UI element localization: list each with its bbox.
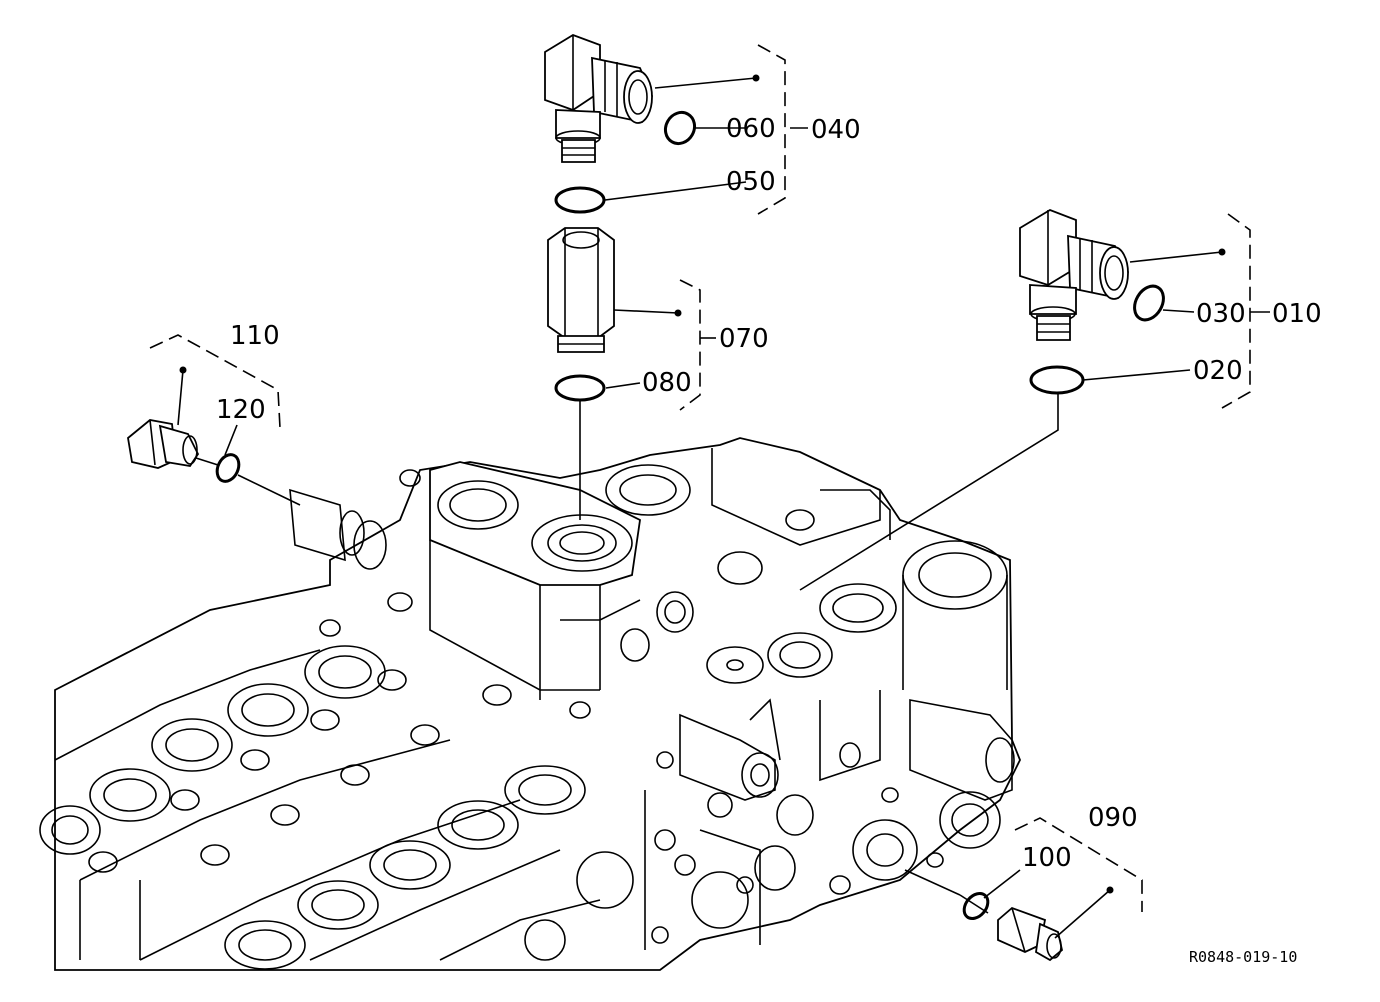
leader-lines — [177, 77, 1270, 939]
label-040: 040 — [811, 115, 861, 145]
hex-adapter-070 — [547, 227, 615, 353]
o-ring-020 — [1029, 365, 1085, 395]
label-060: 060 — [726, 114, 776, 144]
plug-fitting-090 — [997, 906, 1063, 962]
elbow-fitting-040 — [544, 34, 653, 163]
label-030: 030 — [1196, 299, 1246, 329]
label-110: 110 — [230, 321, 280, 351]
label-120: 120 — [216, 395, 266, 425]
group-brackets — [149, 44, 1251, 912]
part-labels: 060 040 050 070 080 030 010 020 110 120 … — [216, 114, 1322, 966]
o-ring-030 — [1133, 284, 1165, 322]
elbow-fitting-010 — [1019, 209, 1129, 341]
o-ring-050 — [554, 186, 606, 214]
o-ring-120 — [215, 453, 241, 483]
label-010: 010 — [1272, 299, 1322, 329]
label-100: 100 — [1022, 843, 1072, 873]
label-050: 050 — [726, 167, 776, 197]
label-080: 080 — [642, 368, 692, 398]
label-070: 070 — [719, 324, 769, 354]
o-ring-080 — [554, 374, 606, 402]
label-090: 090 — [1088, 803, 1138, 833]
elbow-fitting-110 — [127, 419, 200, 469]
o-ring-060 — [663, 110, 697, 146]
leader-dots — [179, 74, 1226, 894]
control-valve-body — [39, 437, 1021, 971]
reference-code: R0848-019-10 — [1189, 948, 1297, 966]
label-020: 020 — [1193, 356, 1243, 386]
